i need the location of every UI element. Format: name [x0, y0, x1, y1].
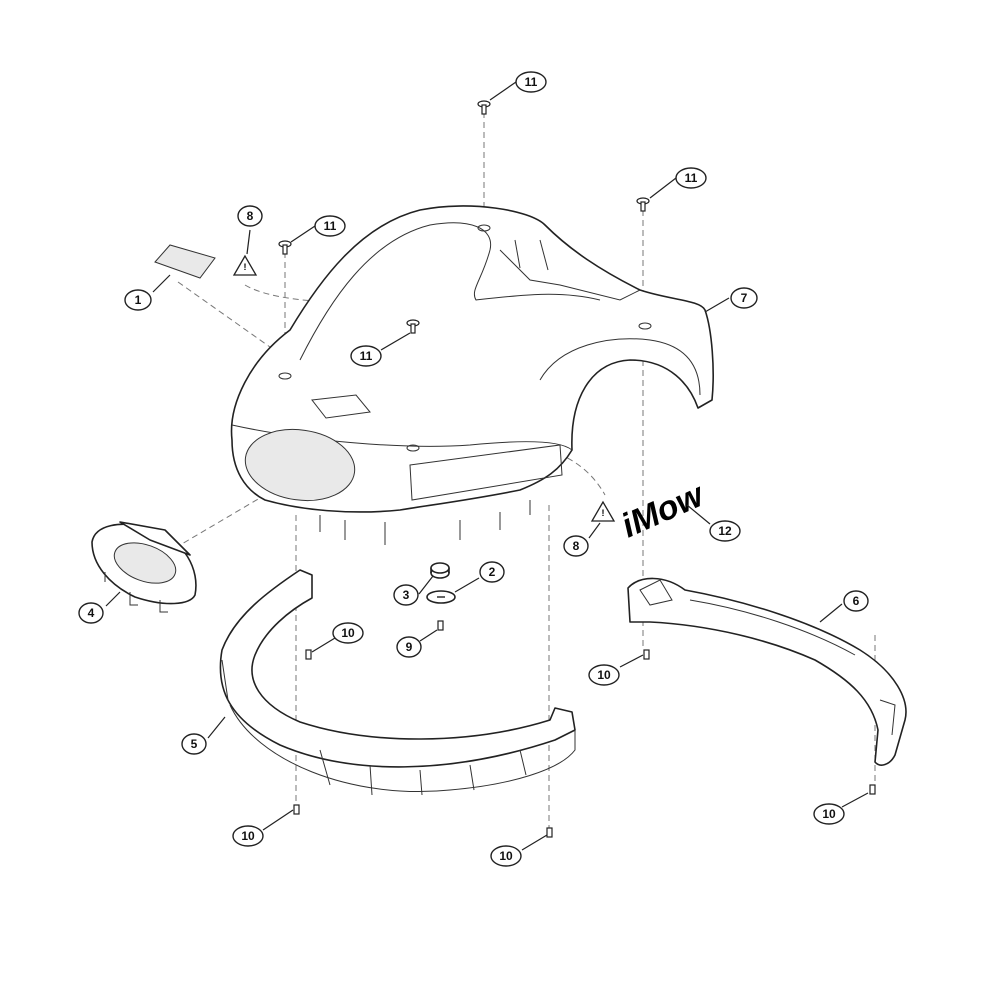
callout-8-side: 8 — [563, 535, 589, 557]
svg-text:10: 10 — [597, 668, 611, 682]
callout-10-right-bumper-bottom: 10 — [813, 803, 845, 825]
callout-2: 2 — [479, 561, 505, 583]
screw-10-right-bumper-top — [643, 649, 650, 660]
svg-text:10: 10 — [822, 807, 836, 821]
screw-10-left-bumper-bottom — [293, 804, 300, 815]
svg-text:8: 8 — [247, 209, 254, 223]
callout-1: 1 — [124, 289, 152, 311]
callout-10-left-bumper-bottom: 10 — [232, 825, 264, 847]
callout-10-left-bumper-top: 10 — [332, 622, 364, 644]
screw-11-top — [477, 100, 491, 115]
callout-10-right-bumper-top: 10 — [588, 664, 620, 686]
small-screw-9 — [437, 620, 444, 631]
svg-text:!: ! — [602, 508, 605, 518]
screw-10-center-bottom — [546, 827, 553, 838]
leader-lines — [105, 81, 869, 851]
screw-10-right-bumper-bottom — [869, 784, 876, 795]
svg-text:11: 11 — [324, 219, 337, 233]
callout-6: 6 — [843, 590, 869, 612]
screw-10-left-bumper-top — [305, 649, 312, 660]
callout-3: 3 — [393, 584, 419, 606]
imow-logo-decal: iMow — [616, 475, 711, 545]
callout-12-label: 12 — [718, 524, 732, 538]
main-housing — [230, 205, 714, 545]
callout-11-right: 11 — [675, 167, 707, 189]
washer — [426, 590, 456, 604]
callout-7: 7 — [730, 287, 758, 309]
callout-5: 5 — [181, 733, 207, 755]
svg-text:11: 11 — [360, 349, 373, 363]
svg-text:2: 2 — [489, 565, 496, 579]
callout-9: 9 — [396, 636, 422, 658]
svg-text:4: 4 — [88, 606, 95, 620]
rubber-pad — [430, 562, 450, 579]
callout-11-middle: 11 — [350, 345, 382, 367]
callout-11-left: 11 — [314, 215, 346, 237]
right-bumper — [627, 577, 907, 766]
left-bumper — [219, 569, 576, 796]
screw-11-middle — [406, 319, 420, 334]
callout-4: 4 — [78, 602, 104, 624]
svg-text:7: 7 — [741, 291, 748, 305]
svg-text:11: 11 — [525, 75, 538, 89]
screw-11-right — [636, 197, 650, 212]
svg-text:8: 8 — [573, 539, 580, 553]
svg-text:10: 10 — [241, 829, 255, 843]
warning-label-top: ! — [232, 254, 258, 276]
svg-text:9: 9 — [406, 640, 413, 654]
label-plate — [154, 244, 216, 279]
svg-text:3: 3 — [403, 588, 410, 602]
svg-text:11: 11 — [685, 171, 698, 185]
svg-text:6: 6 — [853, 594, 860, 608]
callout-11-top: 11 — [515, 71, 547, 93]
svg-text:10: 10 — [499, 849, 513, 863]
callout-10-center-bottom: 10 — [490, 845, 522, 867]
svg-text:1: 1 — [135, 293, 142, 307]
svg-text:!: ! — [244, 262, 247, 272]
warning-label-side: ! — [590, 500, 616, 522]
svg-text:10: 10 — [341, 626, 355, 640]
svg-text:5: 5 — [191, 737, 198, 751]
callout-8-top: 8 — [237, 205, 263, 227]
callout-12: 12 — [709, 520, 741, 542]
screw-11-left — [278, 240, 292, 255]
front-trim-ring — [91, 521, 197, 613]
